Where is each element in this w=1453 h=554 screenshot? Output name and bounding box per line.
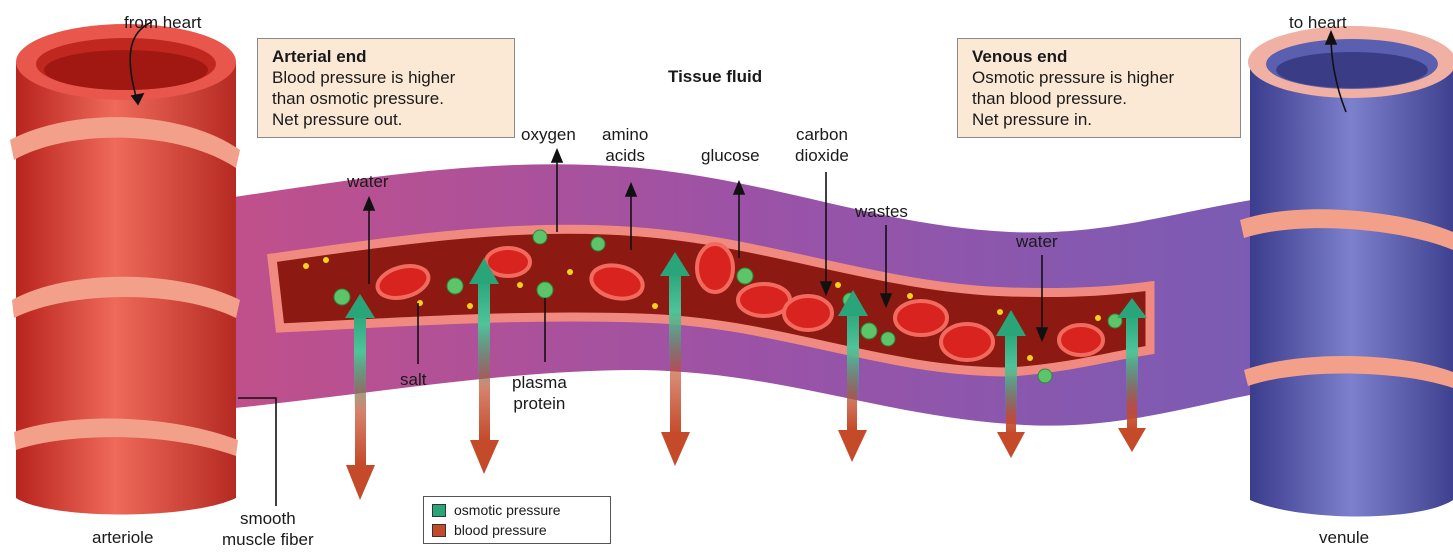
oxygen-label: oxygen bbox=[521, 124, 576, 145]
wastes-label: wastes bbox=[855, 201, 908, 222]
venule-vessel bbox=[1240, 26, 1453, 517]
water-label-left: water bbox=[347, 171, 389, 192]
arterial-end-box: Arterial end Blood pressure is higher th… bbox=[257, 38, 515, 138]
smooth-muscle-line-1: smooth bbox=[222, 508, 314, 529]
arteriole-label: arteriole bbox=[92, 527, 153, 548]
carbon-dioxide-line-1: carbon bbox=[795, 124, 849, 145]
glucose-label: glucose bbox=[701, 145, 760, 166]
legend-blood: blood pressure bbox=[432, 522, 547, 538]
plasma-protein-line-1: plasma bbox=[512, 372, 567, 393]
blood-swatch bbox=[432, 524, 446, 537]
amino-acids-label: amino acids bbox=[602, 124, 648, 166]
legend-blood-label: blood pressure bbox=[454, 522, 547, 538]
arterial-end-line-1: Blood pressure is higher bbox=[272, 67, 500, 88]
carbon-dioxide-line-2: dioxide bbox=[795, 145, 849, 166]
amino-acids-line-2: acids bbox=[602, 145, 648, 166]
osmotic-swatch bbox=[432, 504, 446, 517]
venous-end-line-2: than blood pressure. bbox=[972, 88, 1226, 109]
salt-label: salt bbox=[400, 369, 426, 390]
plasma-protein-label: plasma protein bbox=[512, 372, 567, 414]
legend-osmotic-label: osmotic pressure bbox=[454, 502, 561, 518]
carbon-dioxide-label: carbon dioxide bbox=[795, 124, 849, 166]
venule-label: venule bbox=[1319, 527, 1369, 548]
venous-end-title: Venous end bbox=[972, 46, 1226, 67]
water-label-right: water bbox=[1016, 231, 1058, 252]
to-heart-label: to heart bbox=[1289, 12, 1347, 33]
legend: osmotic pressure blood pressure bbox=[423, 496, 611, 544]
tissue-fluid-label: Tissue fluid bbox=[668, 66, 762, 87]
from-heart-label: from heart bbox=[124, 12, 201, 33]
arteriole-vessel bbox=[10, 24, 240, 515]
arterial-end-line-2: than osmotic pressure. bbox=[272, 88, 500, 109]
venous-end-box: Venous end Osmotic pressure is higher th… bbox=[957, 38, 1241, 138]
amino-acids-line-1: amino bbox=[602, 124, 648, 145]
plasma-protein-line-2: protein bbox=[512, 393, 567, 414]
venous-end-line-1: Osmotic pressure is higher bbox=[972, 67, 1226, 88]
arterial-end-line-3: Net pressure out. bbox=[272, 109, 500, 130]
smooth-muscle-line-2: muscle fiber bbox=[222, 529, 314, 550]
smooth-muscle-fiber-label: smooth muscle fiber bbox=[222, 508, 314, 550]
venous-end-line-3: Net pressure in. bbox=[972, 109, 1226, 130]
arterial-end-title: Arterial end bbox=[272, 46, 500, 67]
legend-osmotic: osmotic pressure bbox=[432, 502, 561, 518]
